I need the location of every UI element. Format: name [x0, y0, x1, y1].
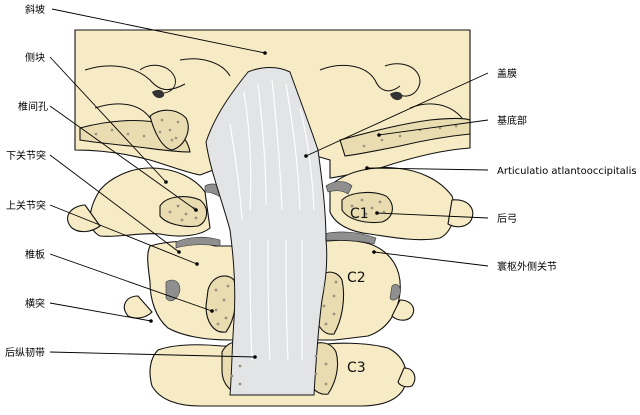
c3-label: C3 [347, 360, 366, 376]
atlas-c1 [67, 167, 474, 241]
occipital-spongy-bone [79, 109, 471, 157]
spongy-texture [94, 118, 458, 386]
c1-label: C1 [350, 206, 369, 222]
label-inferior-articular-process: 下关节突 [6, 149, 46, 162]
label-lateral-atlantoaxial-joint: 寰枢外侧关节 [497, 260, 557, 273]
tectorial-membrane-ligament [205, 67, 328, 396]
label-clivus: 斜坡 [25, 3, 45, 16]
label-basilar-part: 基底部 [497, 114, 527, 127]
label-posterior-arch: 后弓 [497, 213, 517, 225]
label-lateral-mass: 侧块 [25, 51, 45, 64]
label-intervertebral-foramen: 椎间孔 [18, 100, 48, 113]
leader-lines [49, 8, 489, 359]
label-lamina: 椎板 [25, 248, 45, 261]
label-tectorial-membrane: 盖膜 [497, 67, 517, 80]
c2-label: C2 [347, 270, 366, 286]
label-transverse-process: 横突 [25, 297, 45, 310]
label-atlanto-occipital-joint: Articulatio atlantooccipitalis [497, 166, 637, 177]
label-superior-articular-process: 上关节突 [6, 199, 46, 212]
label-posterior-longitudinal-ligament: 后纵韧带 [5, 347, 45, 359]
